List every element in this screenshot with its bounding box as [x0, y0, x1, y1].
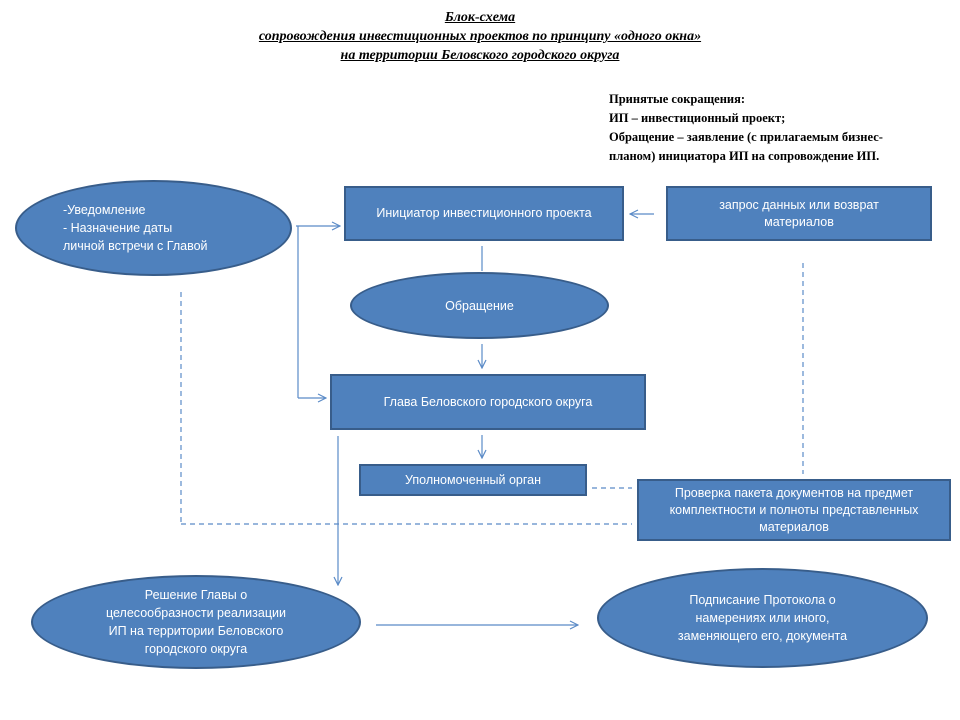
request-line-1: запрос данных или возврат [719, 197, 879, 212]
protocol-line-1: Подписание Протокола о [689, 593, 836, 607]
protocol-line-3: заменяющего его, документа [677, 629, 848, 643]
notification-line-1: -Уведомление [63, 203, 146, 217]
head-box: Глава Беловского городского округа [330, 374, 646, 430]
abbreviation-appeal-2: планом) инициатора ИП на сопровождение И… [609, 149, 880, 163]
notification-line-3: личной встречи с Главой [63, 239, 208, 253]
abbreviations-legend: Принятые сокращения: ИП – инвестиционный… [609, 90, 959, 166]
check-line-1: Проверка пакета документов на предмет [674, 485, 914, 500]
request-box: запрос данных или возврат материалов [666, 186, 932, 241]
authorized-body-label: Уполномоченный орган [405, 472, 541, 487]
decision-line-4: городского округа [144, 642, 248, 656]
request-line-2: материалов [764, 214, 834, 229]
protocol-oval: Подписание Протокола о намерениях или ин… [597, 568, 928, 668]
decision-line-3: ИП на территории Беловского [108, 624, 284, 638]
check-line-3: материалов [759, 519, 829, 534]
initiator-box: Инициатор инвестиционного проекта [344, 186, 624, 241]
appeal-label: Обращение [445, 298, 514, 313]
title-line-1: Блок-схема [444, 10, 516, 25]
head-label: Глава Беловского городского округа [383, 394, 593, 409]
abbreviation-ip: ИП – инвестиционный проект; [609, 111, 786, 125]
initiator-label: Инициатор инвестиционного проекта [376, 206, 592, 220]
decision-line-1: Решение Главы о [144, 588, 248, 602]
notification-line-2: - Назначение даты [63, 221, 173, 235]
abbreviations-heading: Принятые сокращения: [609, 92, 746, 106]
title-line-2: сопровождения инвестиционных проектов по… [258, 29, 702, 44]
appeal-oval: Обращение [350, 272, 609, 339]
title-line-3: на территории Беловского городского окру… [340, 48, 620, 63]
protocol-line-2: намерениях или иного, [695, 611, 830, 625]
decision-oval: Решение Главы о целесообразности реализа… [31, 575, 361, 669]
diagram-title: Блок-схема сопровождения инвестиционных … [0, 8, 960, 65]
notification-oval: -Уведомление - Назначение даты личной вс… [15, 180, 292, 276]
check-line-2: комплектности и полноты представленных [669, 502, 919, 517]
abbreviation-appeal-1: Обращение – заявление (с прилагаемым биз… [609, 130, 883, 144]
document-check-box: Проверка пакета документов на предмет ко… [637, 479, 951, 541]
decision-line-2: целесообразности реализации [106, 606, 286, 620]
authorized-body-box: Уполномоченный орган [359, 464, 587, 496]
